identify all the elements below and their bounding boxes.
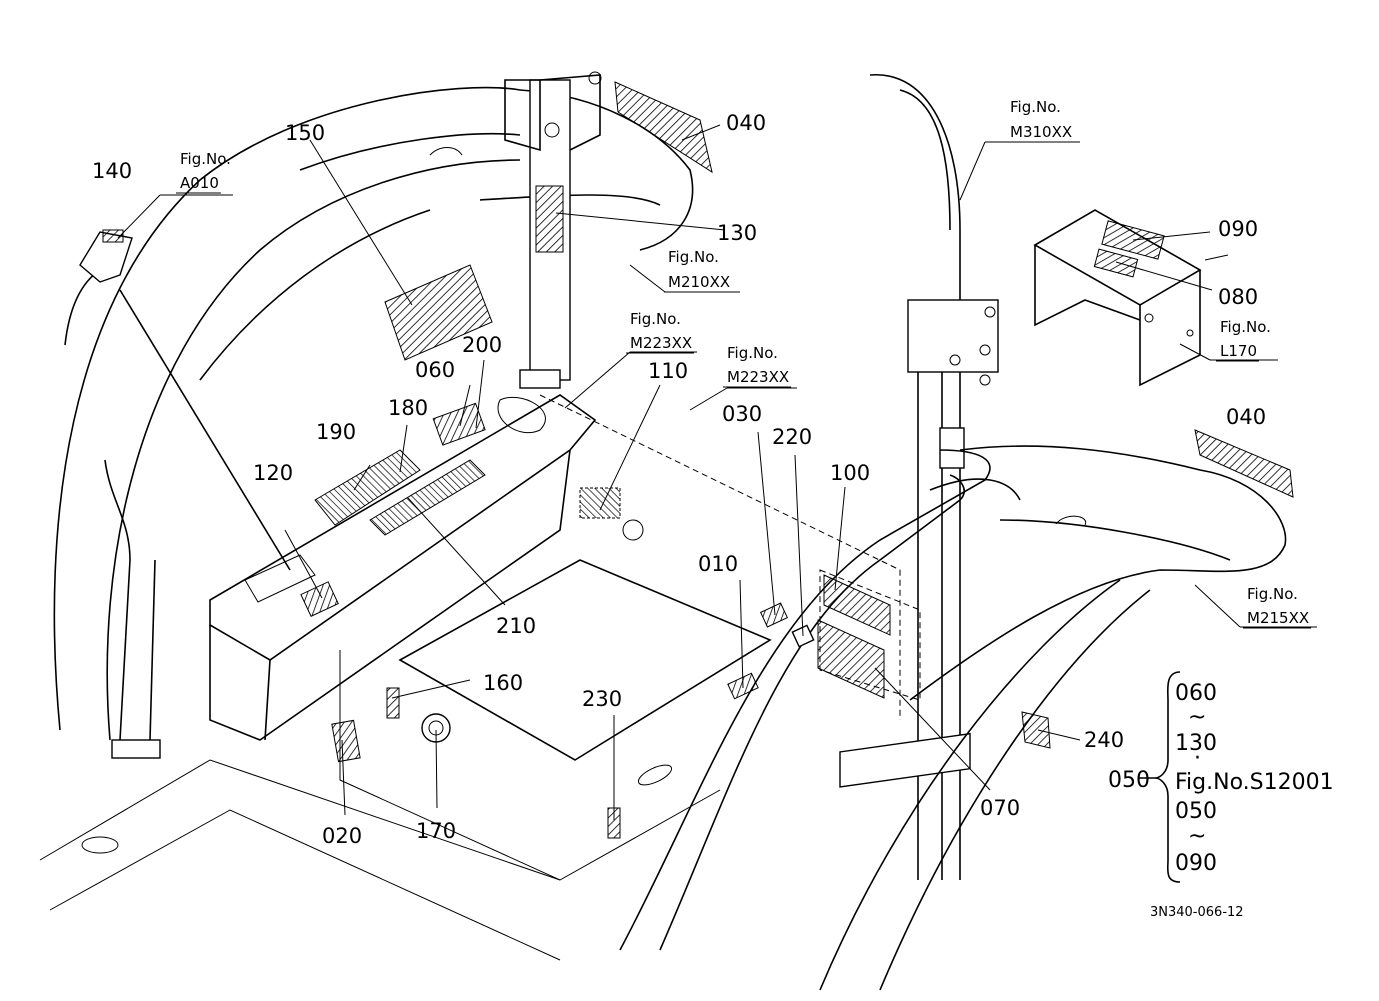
svg-text:Fig.No.: Fig.No.: [727, 344, 778, 362]
callout-170: 170: [416, 819, 456, 843]
callout-110: 110: [648, 359, 688, 383]
callout-220: 220: [772, 425, 812, 449]
svg-text:Fig.No.: Fig.No.: [180, 150, 231, 168]
lever-140: [64, 229, 291, 571]
legend-line-5: 090: [1175, 851, 1217, 876]
leader-lines: [117, 124, 1317, 820]
callout-120: 120: [253, 461, 293, 485]
callout-020: 020: [322, 824, 362, 848]
svg-text:M310XX: M310XX: [1010, 123, 1072, 141]
fig-ref-m210: Fig.No. M210XX: [664, 248, 733, 293]
callout-070: 070: [980, 796, 1020, 820]
rops-left-pillar: [504, 71, 602, 389]
svg-text:M223XX: M223XX: [727, 368, 789, 386]
svg-text:M210XX: M210XX: [668, 273, 730, 291]
svg-text:Fig.No.: Fig.No.: [630, 310, 681, 328]
callout-150: 150: [285, 121, 325, 145]
callout-240: 240: [1084, 728, 1124, 752]
callout-210: 210: [496, 614, 536, 638]
legend-tilde-2: ~: [1188, 824, 1206, 849]
callout-080: 080: [1218, 285, 1258, 309]
decal-240: [1021, 711, 1051, 749]
callout-200: 200: [462, 333, 502, 357]
callout-140: 140: [92, 159, 132, 183]
decal-040-top: [614, 81, 713, 174]
side-console: [209, 394, 901, 741]
legend-line-1: 060: [1175, 681, 1217, 706]
legend-line-4: 050: [1175, 799, 1217, 824]
drawing-code: 3N340-066-12: [1150, 905, 1244, 920]
grab-bar-right: [619, 449, 991, 951]
kit-legend: 050 060 ~ 130 · Fig.No.S12001 050 ~ 090: [1108, 671, 1334, 883]
rops-right-pillar: [839, 74, 999, 880]
callout-090: 090: [1218, 217, 1258, 241]
callout-040-right: 040: [1226, 405, 1266, 429]
callout-010: 010: [698, 552, 738, 576]
svg-text:M215XX: M215XX: [1247, 609, 1309, 627]
callout-100: 100: [830, 461, 870, 485]
svg-text:Fig.No.: Fig.No.: [668, 248, 719, 266]
part-callouts: 140 150 040 130 090 080 200 060 110 180 …: [92, 111, 1266, 848]
svg-text:L170: L170: [1220, 342, 1257, 360]
fig-ref-a010: Fig.No. A010: [176, 150, 231, 194]
fig-ref-m223-a: Fig.No. M223XX: [626, 310, 695, 354]
callout-180: 180: [388, 396, 428, 420]
callout-030: 030: [722, 402, 762, 426]
floor-plate: [39, 559, 772, 961]
callout-190: 190: [316, 420, 356, 444]
left-fender: [53, 86, 694, 741]
figure-references: Fig.No. A010 Fig.No. M310XX Fig.No. M210…: [176, 98, 1312, 629]
fig-ref-m223-b: Fig.No. M223XX: [723, 344, 792, 388]
callout-130: 130: [717, 221, 757, 245]
right-fender: [819, 429, 1294, 991]
grab-bar-left: [104, 459, 161, 759]
legend-dot: ·: [1194, 746, 1201, 771]
decal-panel-100-070: [759, 569, 921, 701]
svg-text:A010: A010: [180, 174, 219, 192]
svg-text:Fig.No.: Fig.No.: [1247, 585, 1298, 603]
decal-150: [384, 264, 493, 361]
svg-text:M223XX: M223XX: [630, 334, 692, 352]
legend-line-2: 130: [1175, 731, 1217, 756]
callout-230: 230: [582, 687, 622, 711]
canopy-bracket: [1033, 209, 1202, 387]
svg-text:Fig.No.: Fig.No.: [1220, 318, 1271, 336]
svg-text:Fig.No.: Fig.No.: [1010, 98, 1061, 116]
fig-ref-m310: Fig.No. M310XX: [1006, 98, 1075, 143]
legend-lead: 050: [1108, 768, 1150, 793]
callout-040-top: 040: [726, 111, 766, 135]
legend-tilde-1: ~: [1188, 705, 1206, 730]
legend-line-3: Fig.No.S12001: [1175, 770, 1334, 795]
callout-160: 160: [483, 671, 523, 695]
fig-ref-l170: Fig.No. L170: [1216, 318, 1271, 362]
callout-060: 060: [415, 358, 455, 382]
decal-110: [579, 487, 621, 519]
fig-ref-m215: Fig.No. M215XX: [1243, 585, 1312, 629]
